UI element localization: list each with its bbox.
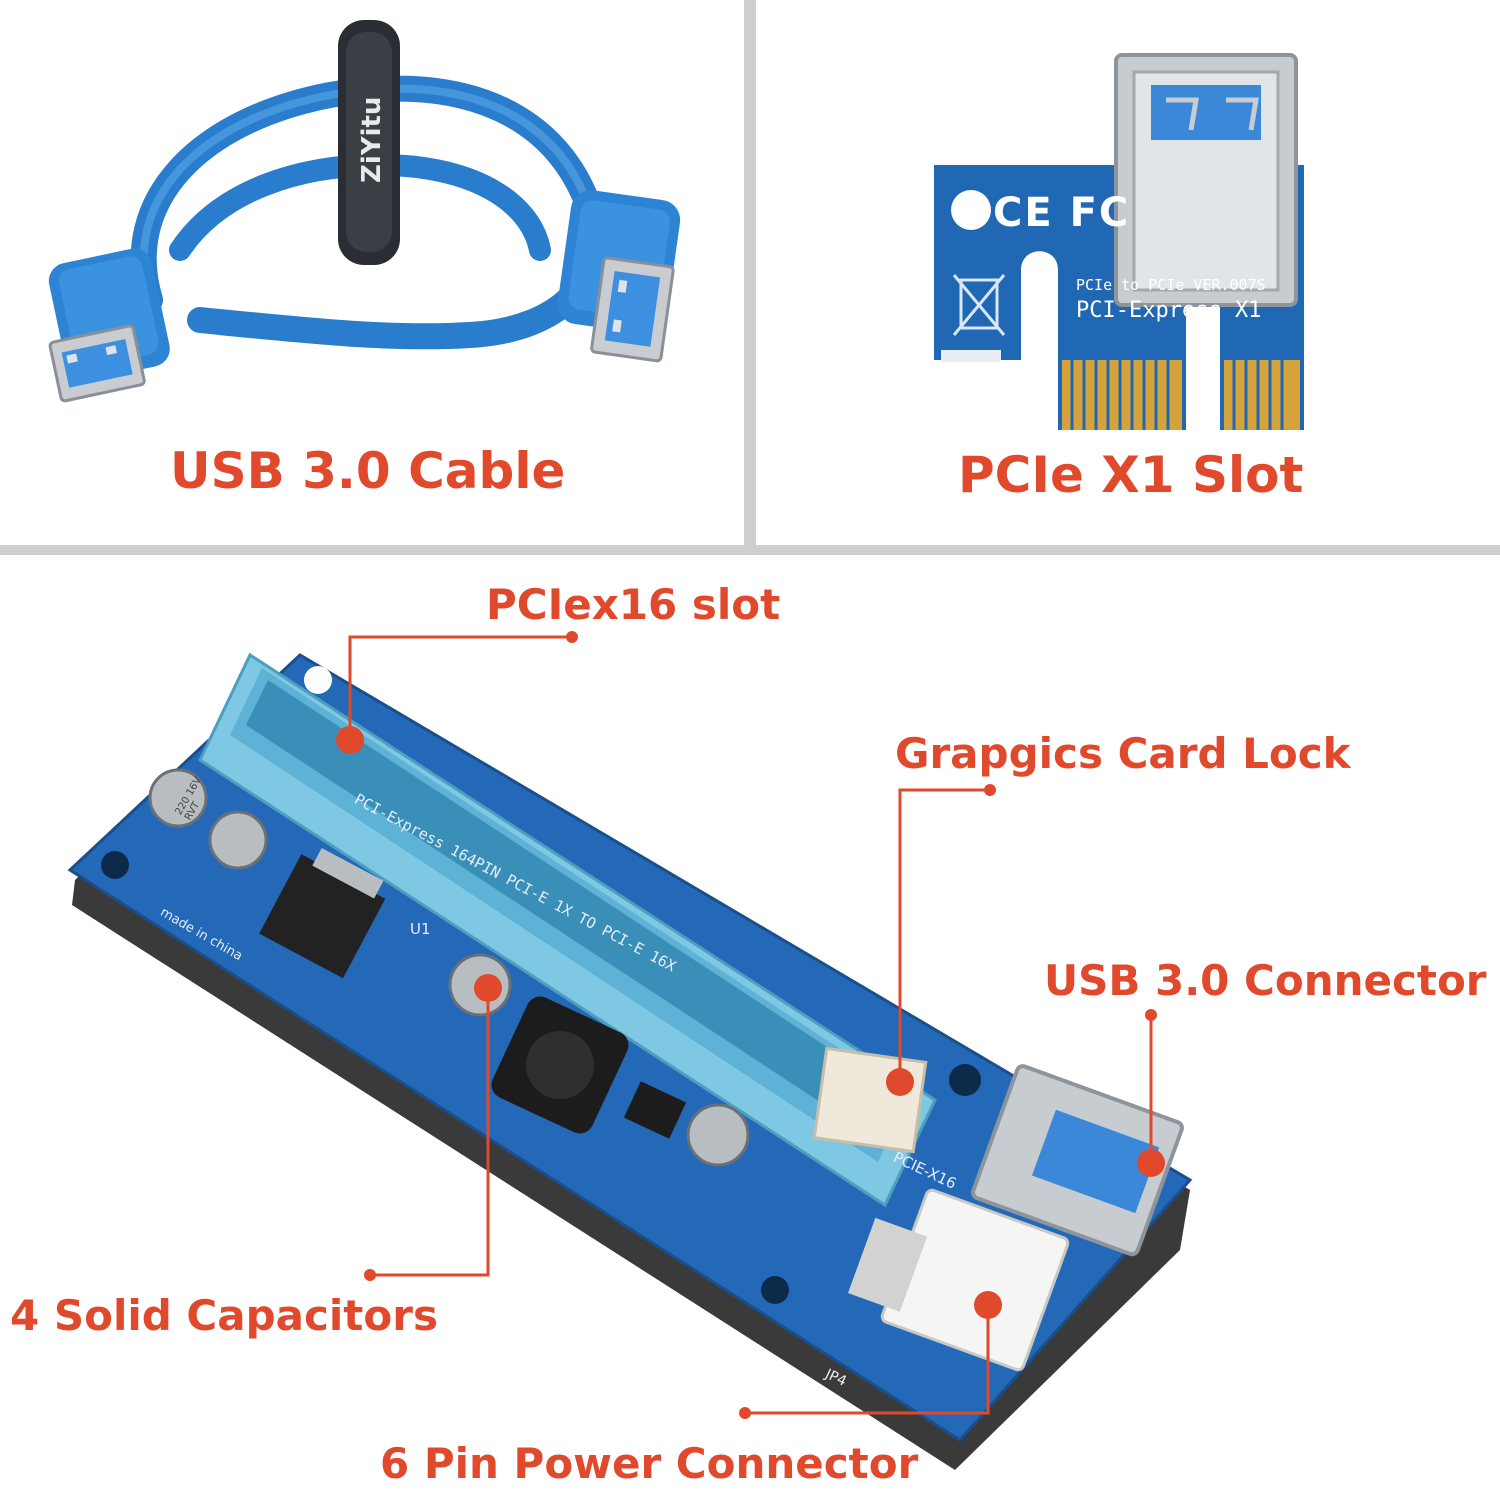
gold-fingers [1062, 360, 1300, 430]
usb-cable-illustration [48, 20, 681, 403]
lock-latch [812, 1046, 928, 1154]
x1-print-line1: PCIe to PCIe VER.007S [1076, 276, 1266, 294]
label-solid-capacitors: 4 Solid Capacitors [10, 1291, 438, 1340]
pcie-x1-caption: PCIe X1 Slot [958, 446, 1304, 504]
label-power-connector: 6 Pin Power Connector [380, 1439, 919, 1488]
cable-tie-text: ZiYitu [357, 96, 387, 183]
horizontal-divider [0, 545, 1500, 555]
label-usb-connector: USB 3.0 Connector [1044, 956, 1487, 1005]
usb-cable-caption: USB 3.0 Cable [170, 442, 566, 500]
riser-board-illustration [67, 631, 1193, 1470]
label-graphics-card-lock: Grapgics Card Lock [895, 729, 1351, 778]
mounting-hole [951, 190, 991, 230]
weee-icon [952, 274, 1006, 336]
pcie-x1-card-illustration [934, 53, 1304, 430]
x1-marks: CE FC [993, 190, 1131, 236]
x1-print-line2: PCI-Express X1 [1076, 298, 1262, 323]
vertical-divider [744, 0, 756, 552]
label-pciex16-slot: PCIex16 slot [486, 580, 781, 629]
left-usb-plug [48, 248, 170, 403]
u1-print-text: U1 [410, 920, 431, 938]
right-usb-plug [557, 190, 681, 363]
